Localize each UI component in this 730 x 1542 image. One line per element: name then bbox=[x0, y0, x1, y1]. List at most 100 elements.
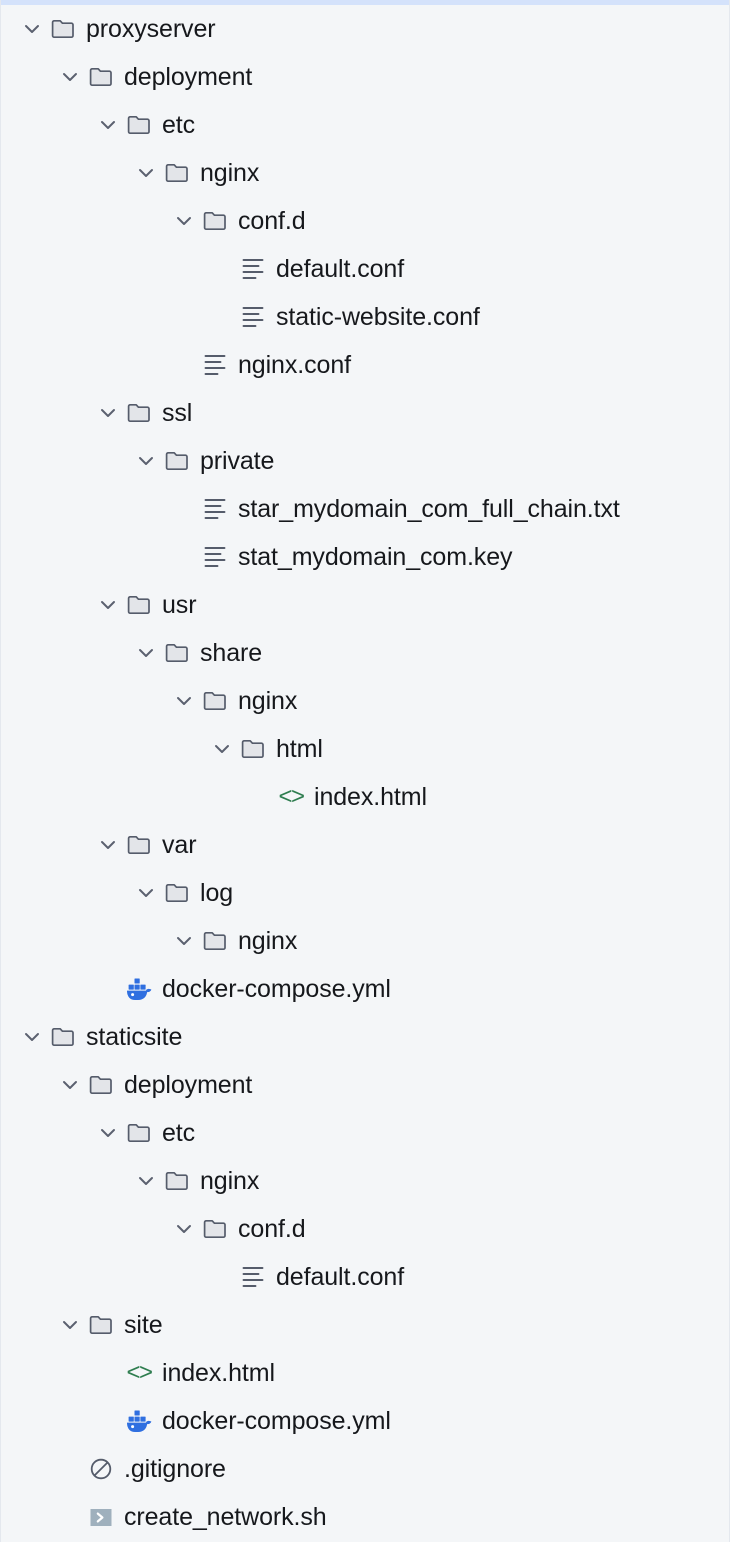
tree-row[interactable]: <>index.html bbox=[1, 773, 729, 821]
tree-row[interactable]: <> index.html bbox=[1, 1349, 729, 1397]
file-name-label: nginx.conf bbox=[238, 351, 351, 379]
tree-row[interactable]: nginx bbox=[1, 1157, 729, 1205]
tree-row[interactable]: html bbox=[1, 725, 729, 773]
folder-name-label: etc bbox=[162, 111, 196, 139]
chevron-down-icon[interactable] bbox=[57, 1312, 83, 1338]
tree-indent-spacer bbox=[1, 845, 95, 846]
tree-row[interactable]: log bbox=[1, 869, 729, 917]
tree-row[interactable]: staticsite bbox=[1, 1013, 729, 1061]
chevron-down-icon[interactable] bbox=[95, 832, 121, 858]
file-name-label: .gitignore bbox=[124, 1455, 226, 1483]
tree-row[interactable]: private bbox=[1, 437, 729, 485]
tree-row[interactable]: site bbox=[1, 1301, 729, 1349]
tree-indent-spacer bbox=[1, 653, 133, 654]
tree-indent-spacer bbox=[1, 701, 171, 702]
chevron-down-icon[interactable] bbox=[57, 1072, 83, 1098]
tree-indent-spacer bbox=[1, 125, 95, 126]
tree-row[interactable]: star_mydomain_com_full_chain.txt bbox=[1, 485, 729, 533]
folder-icon bbox=[87, 63, 115, 91]
tree-row[interactable]: static-website.conf bbox=[1, 293, 729, 341]
chevron-down-icon[interactable] bbox=[95, 112, 121, 138]
chevron-down-icon[interactable] bbox=[171, 688, 197, 714]
chevron-down-icon[interactable] bbox=[95, 1120, 121, 1146]
chevron-down-icon[interactable] bbox=[171, 928, 197, 954]
chevron-down-icon[interactable] bbox=[133, 1168, 159, 1194]
tree-indent-spacer bbox=[1, 605, 95, 606]
chevron-down-icon[interactable] bbox=[171, 208, 197, 234]
file-name-label: default.conf bbox=[276, 255, 405, 283]
config-lines-icon bbox=[201, 543, 229, 571]
chevron-down-icon[interactable] bbox=[57, 64, 83, 90]
chevron-down-icon[interactable] bbox=[133, 640, 159, 666]
html-code-icon: <> bbox=[126, 1359, 153, 1386]
chevron-down-icon[interactable] bbox=[95, 400, 121, 426]
tree-row[interactable]: nginx bbox=[1, 677, 729, 725]
config-lines-icon bbox=[201, 495, 229, 523]
tree-row[interactable]: create_network.sh bbox=[1, 1493, 729, 1541]
folder-icon bbox=[201, 687, 229, 715]
folder-icon bbox=[201, 1215, 229, 1243]
tree-indent-spacer bbox=[1, 893, 133, 894]
tree-row[interactable]: deployment bbox=[1, 53, 729, 101]
folder-name-label: site bbox=[124, 1311, 163, 1339]
folder-name-label: var bbox=[162, 831, 197, 859]
tree-indent-spacer bbox=[1, 1421, 95, 1422]
chevron-down-icon[interactable] bbox=[19, 1024, 45, 1050]
tree-indent-spacer bbox=[1, 1517, 57, 1518]
tree-row[interactable]: nginx bbox=[1, 149, 729, 197]
tree-indent-spacer bbox=[1, 221, 171, 222]
tree-row[interactable]: docker-compose.yml bbox=[1, 1397, 729, 1445]
folder-icon bbox=[239, 735, 267, 763]
tree-row[interactable]: etc bbox=[1, 1109, 729, 1157]
chevron-down-icon[interactable] bbox=[133, 448, 159, 474]
tree-row[interactable]: share bbox=[1, 629, 729, 677]
tree-indent-spacer bbox=[1, 1325, 57, 1326]
tree-row[interactable]: default.conf bbox=[1, 1253, 729, 1301]
file-name-label: star_mydomain_com_full_chain.txt bbox=[238, 495, 620, 523]
tree-indent-spacer bbox=[1, 1085, 57, 1086]
chevron-down-icon[interactable] bbox=[19, 16, 45, 42]
tree-row[interactable]: .gitignore bbox=[1, 1445, 729, 1493]
folder-icon bbox=[49, 1023, 77, 1051]
folder-name-label: staticsite bbox=[86, 1023, 183, 1051]
tree-row[interactable]: stat_mydomain_com.key bbox=[1, 533, 729, 581]
chevron-down-icon[interactable] bbox=[209, 736, 235, 762]
file-name-label: default.conf bbox=[276, 1263, 405, 1291]
tree-row[interactable]: conf.d bbox=[1, 1205, 729, 1253]
file-name-label: index.html bbox=[162, 1359, 275, 1387]
folder-name-label: nginx bbox=[238, 927, 298, 955]
folder-icon bbox=[163, 639, 191, 667]
html-code-icon: <> bbox=[278, 783, 305, 810]
tree-row[interactable]: ssl bbox=[1, 389, 729, 437]
folder-name-label: deployment bbox=[124, 1071, 253, 1099]
tree-indent-spacer bbox=[1, 173, 133, 174]
tree-row[interactable]: nginx bbox=[1, 917, 729, 965]
tree-row[interactable]: deployment bbox=[1, 1061, 729, 1109]
chevron-down-icon[interactable] bbox=[171, 1216, 197, 1242]
folder-name-label: conf.d bbox=[238, 207, 306, 235]
tree-row[interactable]: etc bbox=[1, 101, 729, 149]
tree-row[interactable]: docker-compose.yml bbox=[1, 965, 729, 1013]
folder-icon bbox=[49, 15, 77, 43]
tree-row[interactable]: usr bbox=[1, 581, 729, 629]
docker-icon bbox=[125, 975, 153, 1003]
chevron-down-icon[interactable] bbox=[133, 160, 159, 186]
chevron-down-icon[interactable] bbox=[133, 880, 159, 906]
folder-name-label: proxyserver bbox=[86, 15, 216, 43]
file-name-label: static-website.conf bbox=[276, 303, 480, 331]
tree-indent-spacer bbox=[1, 461, 133, 462]
tree-row[interactable]: var bbox=[1, 821, 729, 869]
folder-name-label: nginx bbox=[238, 687, 298, 715]
chevron-down-icon[interactable] bbox=[95, 592, 121, 618]
config-lines-icon bbox=[201, 351, 229, 379]
tree-row[interactable]: nginx.conf bbox=[1, 341, 729, 389]
tree-indent-spacer bbox=[1, 797, 247, 798]
tree-row[interactable]: conf.d bbox=[1, 197, 729, 245]
tree-indent-spacer bbox=[1, 413, 95, 414]
tree-row[interactable]: proxyserver bbox=[1, 5, 729, 53]
panel-top-accent-strip bbox=[1, 0, 729, 5]
folder-name-label: deployment bbox=[124, 63, 253, 91]
tree-row[interactable]: default.conf bbox=[1, 245, 729, 293]
